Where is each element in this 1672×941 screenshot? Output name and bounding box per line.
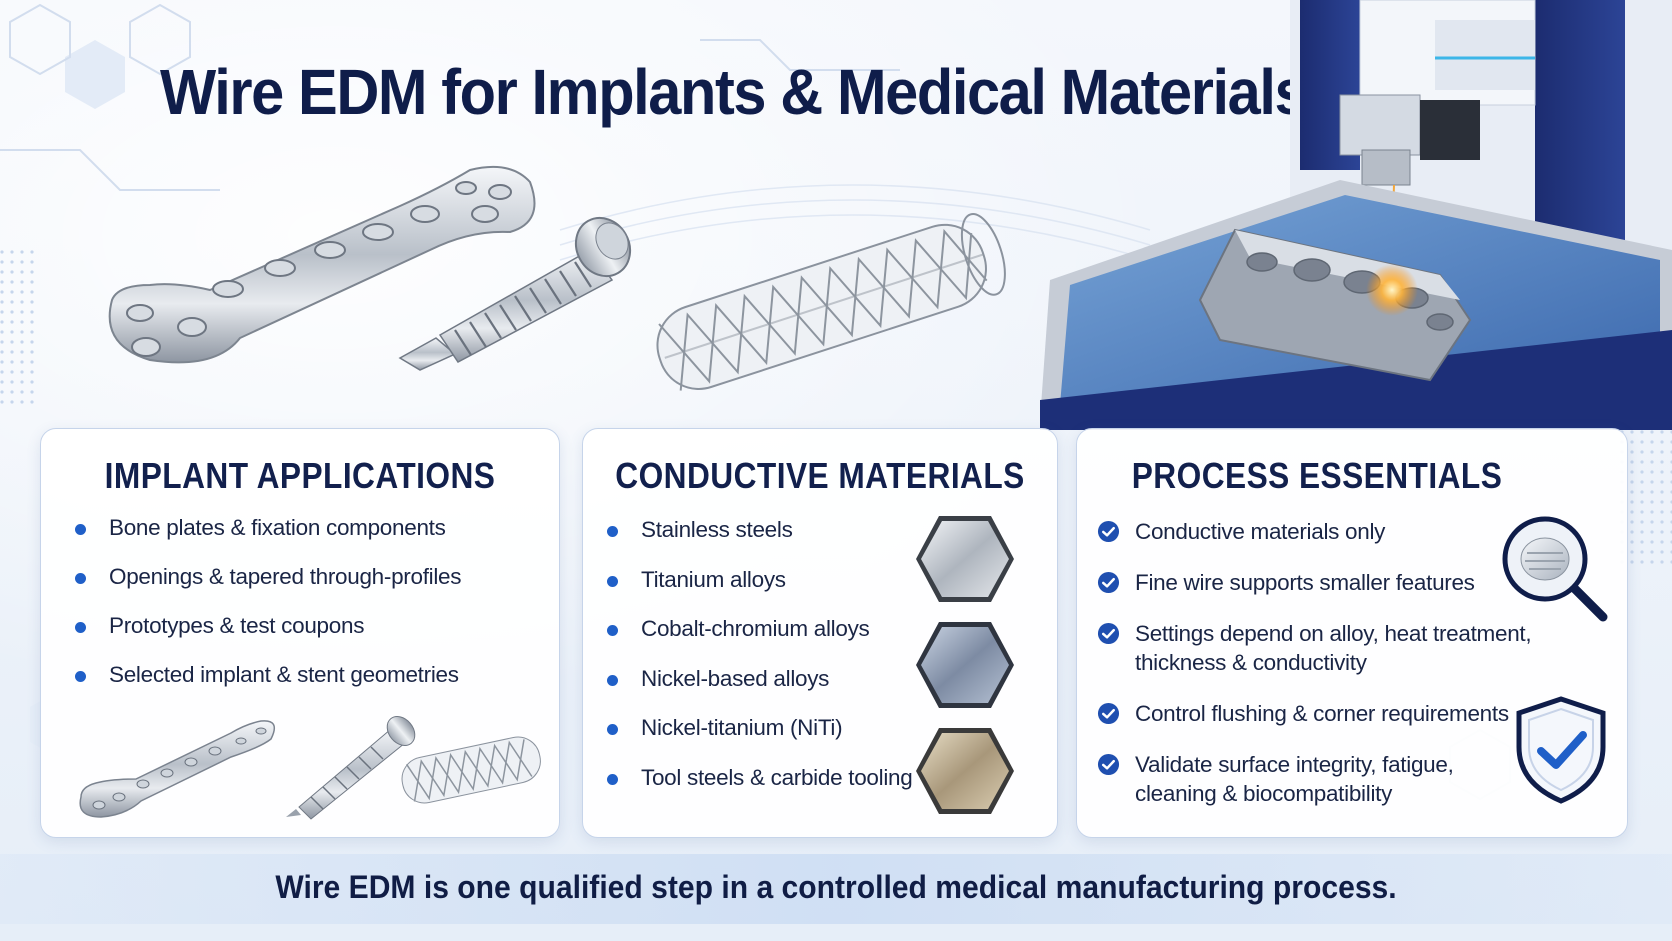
- list-item: Bone plates & fixation components: [75, 515, 461, 564]
- process-essentials-list: Conductive materials only Fine wire supp…: [1097, 517, 1532, 830]
- bone-plate-image: [108, 165, 536, 364]
- steel-swatch: [916, 516, 1014, 602]
- bullet-icon: [607, 724, 618, 735]
- list-item: Titanium alloys: [607, 567, 912, 617]
- implant-applications-heading: IMPLANT APPLICATIONS: [104, 455, 496, 496]
- list-item: Validate surface integrity, fatigue, cle…: [1097, 750, 1531, 808]
- checkmark-icon: [1097, 520, 1120, 543]
- checkmark-icon: [1097, 571, 1120, 594]
- implant-applications-list: Bone plates & fixation components Openin…: [75, 515, 462, 711]
- list-item: Fine wire supports smaller features: [1097, 568, 1531, 597]
- list-item: Control flushing & corner requirements: [1097, 699, 1531, 728]
- bullet-icon: [607, 526, 618, 537]
- list-item: Settings depend on alloy, heat treatment…: [1097, 619, 1532, 677]
- wire-edm-machine-image: [1040, 0, 1672, 430]
- magnifier-icon: [1502, 516, 1608, 622]
- list-item: Openings & tapered through-profiles: [75, 564, 462, 613]
- footer-statement: Wire EDM is one qualified step in a cont…: [275, 869, 1397, 905]
- implant-thumbnails-image: [79, 716, 541, 820]
- list-item: Selected implant & stent geometries: [75, 662, 461, 711]
- conductive-materials-card: CONDUCTIVE MATERIALS Stainless steels Ti…: [582, 428, 1058, 838]
- page-title: Wire EDM for Implants & Medical Material…: [160, 56, 1308, 128]
- checkmark-icon: [1097, 622, 1120, 645]
- bronze-swatch: [916, 728, 1014, 814]
- implant-applications-card: IMPLANT APPLICATIONS Bone plates & fixat…: [40, 428, 560, 838]
- bullet-icon: [607, 674, 618, 686]
- list-item: Cobalt-chromium alloys: [607, 616, 912, 666]
- conductive-materials-list: Stainless steels Titanium alloys Cobalt-…: [607, 517, 913, 815]
- hero-illustration: [108, 0, 1672, 430]
- bullet-icon: [75, 671, 86, 682]
- list-item: Conductive materials only: [1097, 517, 1531, 546]
- shield-check-icon: [1516, 696, 1606, 804]
- checkmark-icon: [1097, 753, 1120, 776]
- bullet-icon: [607, 773, 618, 785]
- footer-band: [0, 854, 1672, 924]
- list-item: Tool steels & carbide tooling: [607, 765, 913, 815]
- bone-screw-image: [398, 216, 632, 371]
- process-essentials-card: PROCESS ESSENTIALS Conductive materials …: [1076, 428, 1628, 838]
- list-item: Nickel-based alloys: [607, 666, 912, 716]
- bullet-icon: [607, 625, 618, 636]
- list-item: Prototypes & test coupons: [75, 613, 461, 662]
- process-essentials-heading: PROCESS ESSENTIALS: [1131, 455, 1503, 496]
- bullet-icon: [607, 575, 618, 587]
- conductive-materials-heading: CONDUCTIVE MATERIALS: [615, 455, 1025, 496]
- bullet-icon: [75, 622, 86, 633]
- titanium-swatch: [916, 622, 1014, 708]
- list-item: Stainless steels: [607, 517, 912, 567]
- list-item: Nickel-titanium (NiTi): [607, 715, 912, 765]
- stent-image: [656, 213, 1006, 391]
- checkmark-icon: [1097, 702, 1120, 725]
- bullet-icon: [75, 524, 86, 535]
- bullet-icon: [75, 573, 86, 584]
